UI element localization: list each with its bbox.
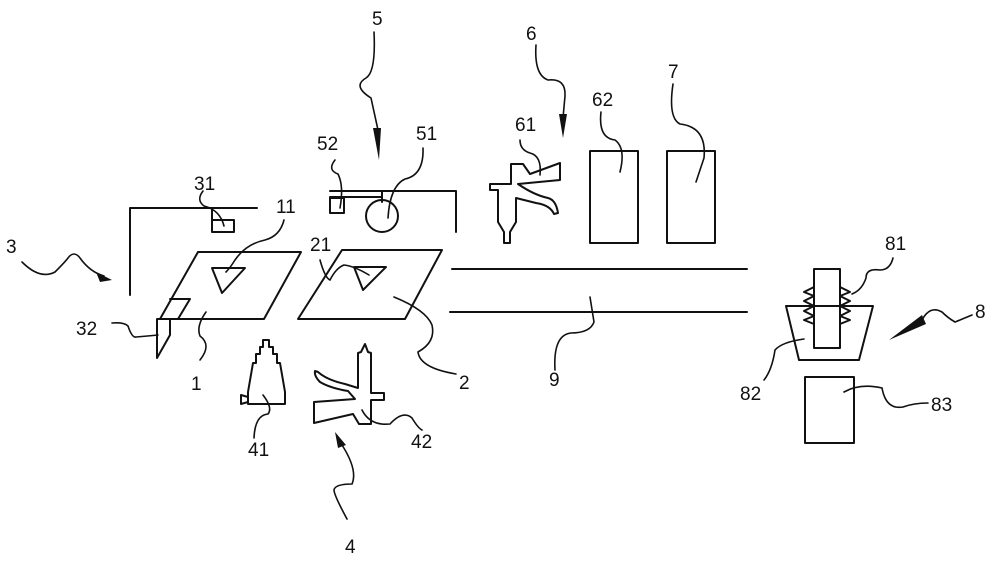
label-7: 7 [668, 62, 679, 83]
label-52: 52 [317, 134, 338, 155]
label-11: 11 [276, 197, 296, 218]
workpiece-2 [297, 249, 443, 320]
label-9: 9 [549, 370, 560, 391]
label-3: 3 [6, 237, 17, 258]
workpiece-1 [159, 251, 302, 320]
conveyor-9 [449, 268, 748, 313]
label-81: 81 [885, 234, 906, 255]
marker-11 [211, 267, 246, 294]
label-1: 1 [191, 374, 202, 395]
label-62: 62 [592, 90, 613, 111]
label-83: 83 [931, 395, 952, 416]
arrow-4-head [335, 432, 346, 448]
part-81 [813, 268, 841, 349]
station-3-frame [129, 207, 258, 296]
label-61: 61 [515, 115, 536, 136]
roller-51 [365, 199, 399, 233]
clamp-32 [156, 298, 191, 359]
label-51: 51 [416, 124, 437, 145]
spray-gun-61 [489, 162, 561, 244]
label-31: 31 [194, 174, 215, 195]
unit-7 [666, 150, 716, 244]
label-4: 4 [345, 537, 356, 558]
sensor-52 [329, 197, 345, 214]
label-8: 8 [975, 302, 986, 323]
label-21: 21 [310, 235, 331, 256]
holder-82 [785, 305, 874, 361]
label-5: 5 [372, 9, 383, 30]
marker-21 [353, 266, 387, 291]
station-5-frame [329, 190, 457, 233]
label-42: 42 [411, 432, 432, 453]
label-2: 2 [459, 373, 470, 394]
label-82: 82 [740, 384, 761, 405]
arrow-5-head [373, 128, 381, 160]
arrow-3-head [96, 272, 112, 282]
base-83 [804, 376, 855, 444]
assembly-8 [785, 268, 874, 444]
unit-62 [589, 150, 639, 244]
arrow-6-head [559, 114, 567, 138]
label-41: 41 [248, 440, 269, 461]
bell-sprayer-41 [240, 339, 286, 405]
spray-gun-42 [313, 343, 385, 425]
label-32: 32 [76, 319, 97, 340]
arrow-8-head [889, 315, 926, 340]
label-6: 6 [526, 24, 537, 45]
